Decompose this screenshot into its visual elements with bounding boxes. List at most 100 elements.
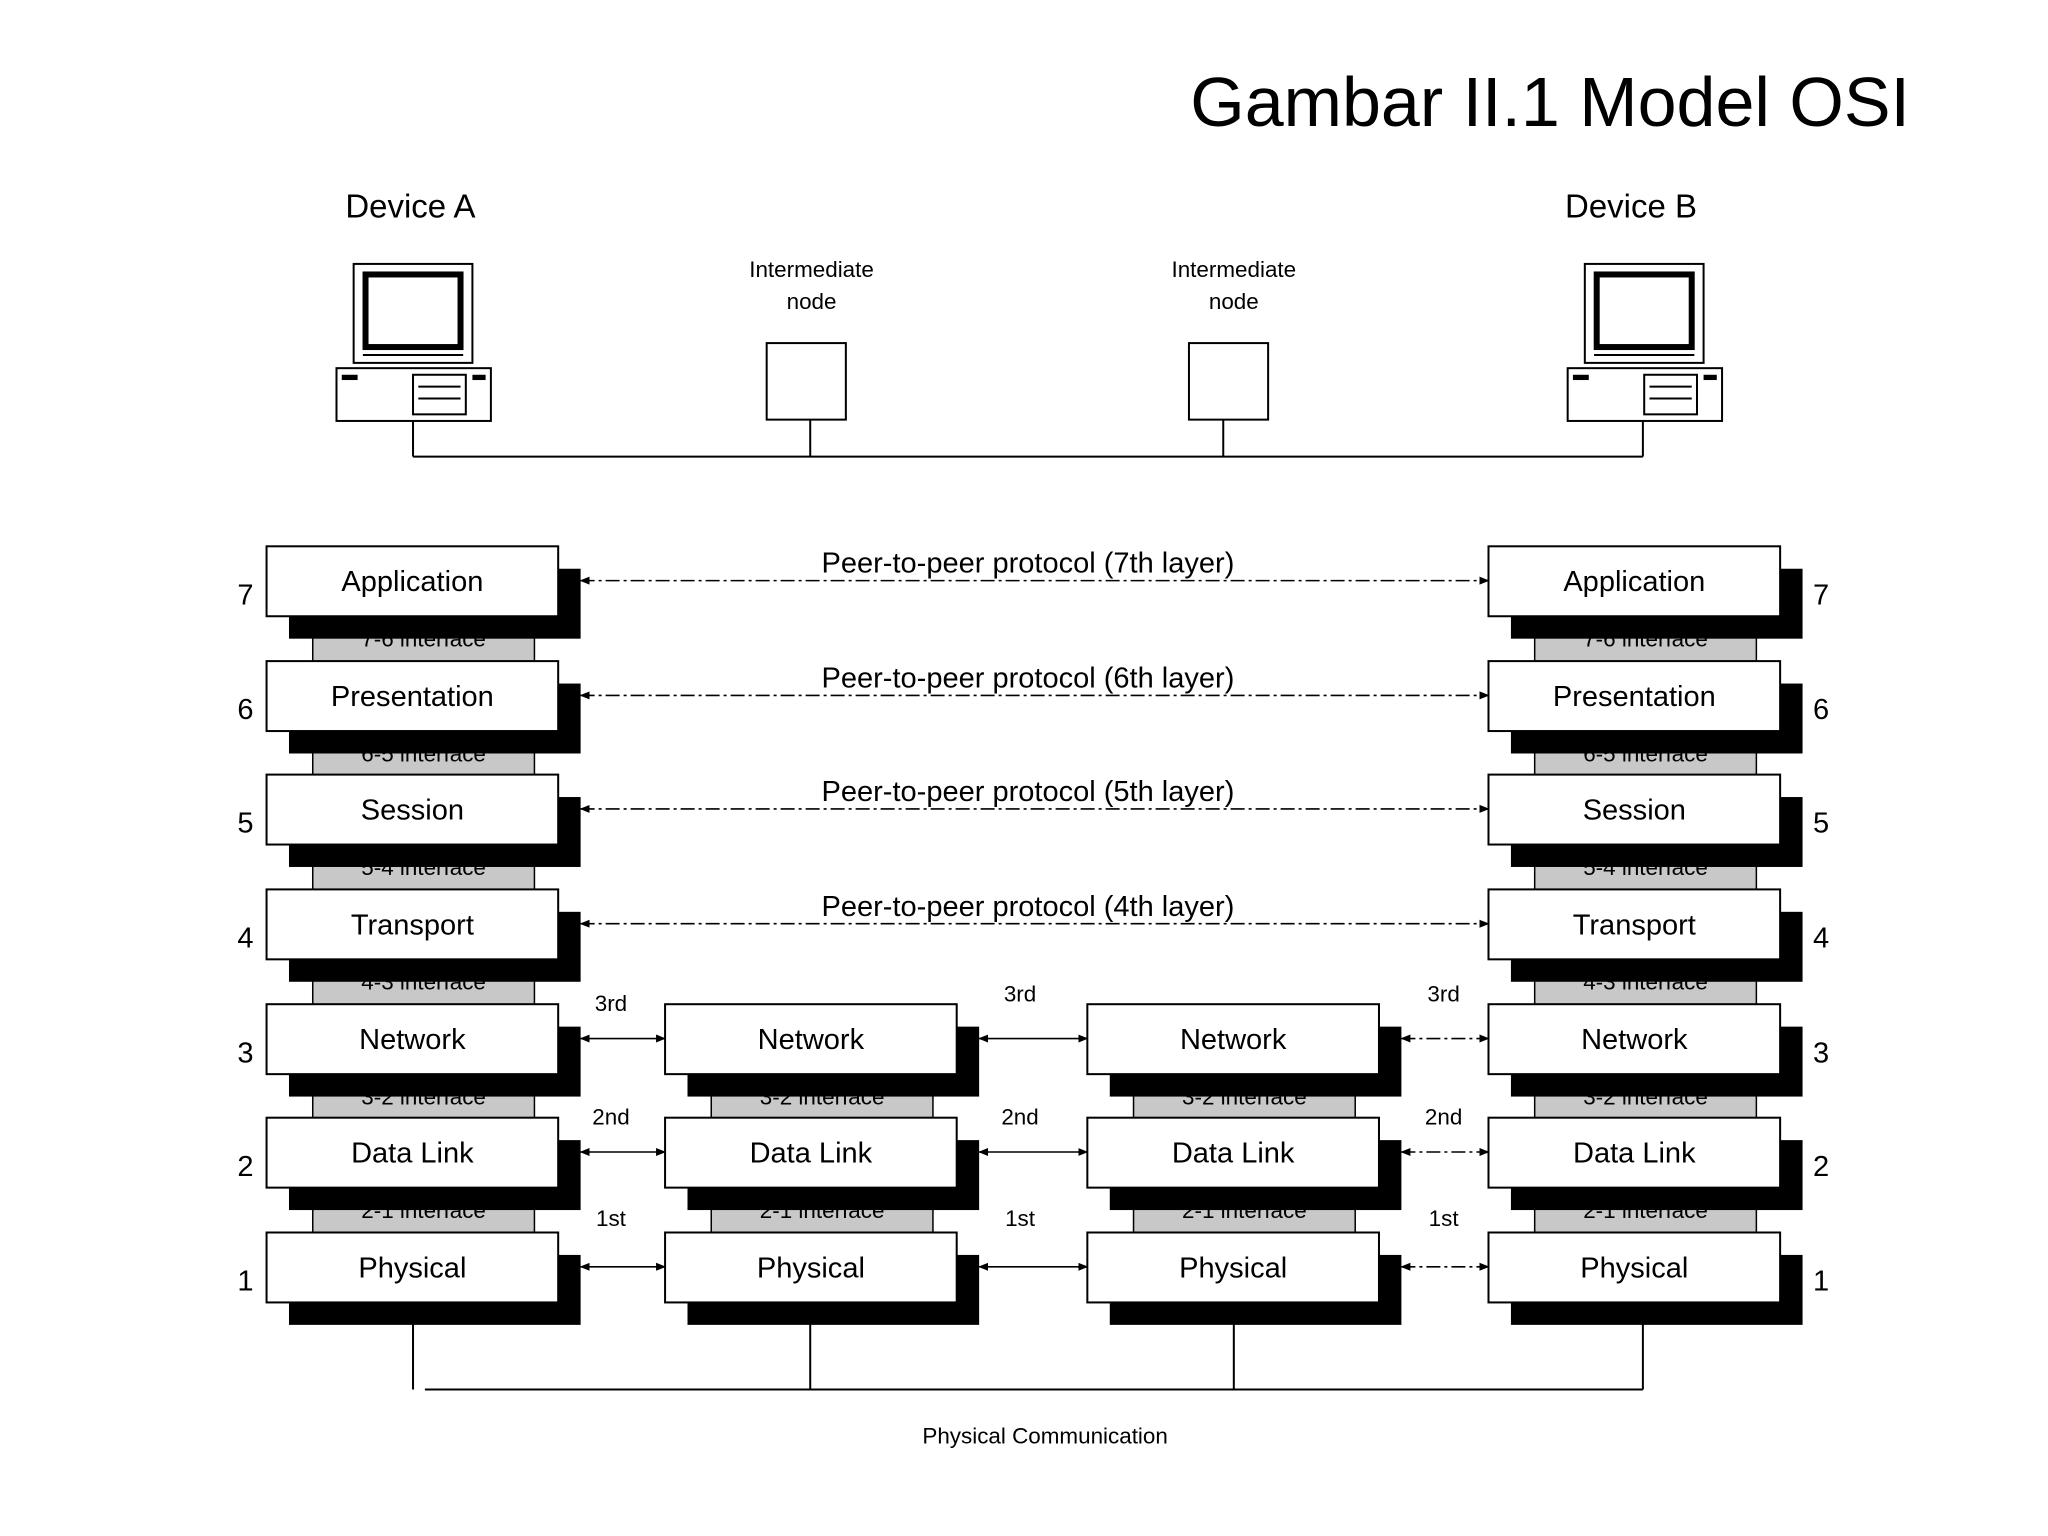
layer-2-a: Data Link — [265, 1116, 581, 1211]
intermediate-node-1-label: node — [787, 289, 837, 314]
layer-name: Network — [359, 1024, 466, 1056]
layer-box — [265, 1116, 560, 1189]
hop-label: 1st — [1429, 1206, 1460, 1231]
layer-3-n2: Network — [1086, 1003, 1402, 1097]
peer-protocol-label: Peer-to-peer protocol (4th layer) — [822, 891, 1235, 923]
layer-box — [1487, 888, 1782, 961]
layer-number-left: 4 — [237, 922, 253, 954]
layer-box — [1487, 545, 1782, 618]
layer-box — [265, 660, 560, 733]
layer-2-b: Data Link — [1487, 1116, 1803, 1211]
layer-2-n1: Data Link — [664, 1116, 980, 1211]
layer-4-b: Transport — [1487, 888, 1803, 982]
intermediate-node-2-box — [1187, 342, 1270, 421]
device-b-label: Device B — [1565, 188, 1697, 225]
layer-2-n2: Data Link — [1086, 1116, 1402, 1211]
layer-box — [265, 1003, 560, 1076]
hop-label: 2nd — [1001, 1104, 1038, 1129]
layer-box — [664, 1003, 958, 1076]
layer-name: Physical — [757, 1252, 865, 1284]
layer-name: Data Link — [1172, 1138, 1295, 1170]
layer-box — [664, 1231, 958, 1304]
layer-name: Transport — [351, 909, 474, 941]
hop-label: 1st — [596, 1206, 627, 1231]
layer-number-left: 3 — [237, 1037, 253, 1069]
intermediate-node-1-label: Intermediate — [749, 257, 874, 282]
layer-name: Session — [1583, 794, 1686, 826]
layer-number-right: 2 — [1813, 1151, 1829, 1183]
layer-number-right: 6 — [1813, 694, 1829, 726]
layer-name: Data Link — [750, 1138, 873, 1170]
layer-3-a: Network — [265, 1003, 581, 1097]
drive-bay — [1643, 373, 1698, 416]
layer-name: Data Link — [351, 1138, 474, 1170]
layer-box — [1487, 773, 1782, 846]
peer-protocol-label: Peer-to-peer protocol (7th layer) — [822, 548, 1235, 580]
layer-name: Network — [1180, 1024, 1287, 1056]
layer-number-right: 3 — [1813, 1037, 1829, 1069]
device-b-computer-icon — [1566, 262, 1724, 422]
layer-1-n2: Physical — [1086, 1231, 1402, 1325]
layer-box — [265, 1231, 560, 1304]
layer-6-a: Presentation — [265, 660, 581, 754]
layer-name: Application — [341, 566, 483, 598]
layer-name: Network — [1581, 1024, 1688, 1056]
layer-name: Data Link — [1573, 1138, 1696, 1170]
layer-7-a: Application — [265, 545, 581, 639]
layer-7-b: Application — [1487, 545, 1803, 639]
layer-box — [265, 888, 560, 961]
physical-communication-label: Physical Communication — [922, 1424, 1168, 1449]
power-led — [1703, 374, 1717, 381]
layer-5-b: Session — [1487, 773, 1803, 867]
monitor-screen — [362, 271, 464, 351]
layer-1-n1: Physical — [664, 1231, 980, 1325]
layer-box — [664, 1116, 958, 1189]
hop-label: 3rd — [1427, 982, 1459, 1007]
layer-box — [1487, 1003, 1782, 1076]
hop-label: 2nd — [1425, 1104, 1462, 1129]
layer-3-b: Network — [1487, 1003, 1803, 1097]
layer-name: Session — [361, 794, 464, 826]
monitor-screen — [1593, 271, 1695, 351]
device-a-label: Device A — [345, 188, 475, 225]
layer-box — [265, 773, 560, 846]
layer-number-right: 4 — [1813, 922, 1829, 954]
layer-3-n1: Network — [664, 1003, 980, 1097]
layer-number-right: 1 — [1813, 1266, 1829, 1298]
layer-5-a: Session — [265, 773, 581, 867]
layer-name: Application — [1563, 566, 1705, 598]
layer-name: Network — [758, 1024, 865, 1056]
layer-box — [1086, 1003, 1380, 1076]
peer-protocol-label: Peer-to-peer protocol (6th layer) — [822, 663, 1235, 695]
hop-label: 3rd — [595, 991, 627, 1016]
layer-name: Presentation — [1553, 681, 1716, 713]
peer-protocol-label: Peer-to-peer protocol (5th layer) — [822, 776, 1235, 808]
layer-number-left: 6 — [237, 694, 253, 726]
floppy-slot — [341, 374, 358, 381]
layer-name: Transport — [1573, 909, 1696, 941]
layer-box — [1086, 1116, 1380, 1189]
layer-name: Physical — [1580, 1252, 1688, 1284]
hop-label: 2nd — [592, 1104, 629, 1129]
layer-name: Physical — [1179, 1252, 1287, 1284]
layer-number-left: 1 — [237, 1266, 253, 1298]
floppy-slot — [1572, 374, 1589, 381]
layer-number-left: 5 — [237, 808, 253, 840]
layer-4-a: Transport — [265, 888, 581, 982]
device-a-computer-icon — [335, 262, 492, 422]
layer-number-right: 5 — [1813, 808, 1829, 840]
layer-1-b: Physical — [1487, 1231, 1803, 1325]
layer-box — [1086, 1231, 1380, 1304]
layer-number-right: 7 — [1813, 579, 1829, 611]
layer-box — [265, 545, 560, 618]
layer-number-left: 7 — [237, 579, 253, 611]
power-led — [472, 374, 486, 381]
intermediate-node-1-box — [765, 342, 847, 421]
layer-name: Physical — [358, 1252, 466, 1284]
drive-bay — [412, 373, 467, 416]
hop-label: 3rd — [1004, 982, 1036, 1007]
page-title: Gambar II.1 Model OSI — [1190, 63, 1910, 141]
layer-name: Presentation — [331, 681, 494, 713]
intermediate-node-2-label: Intermediate — [1171, 257, 1296, 282]
